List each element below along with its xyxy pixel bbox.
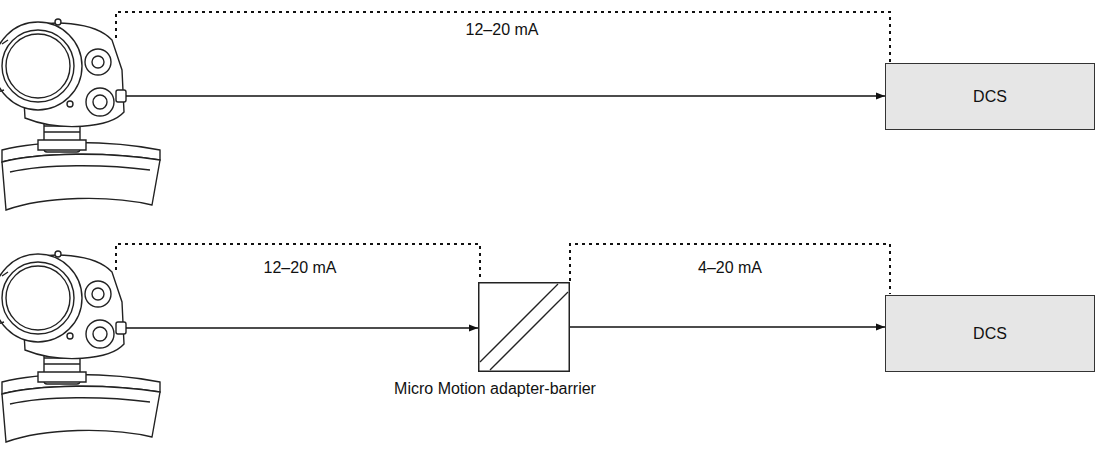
span-bracket (570, 244, 890, 294)
adapter-barrier: Micro Motion adapter-barrier (478, 282, 570, 372)
dcs-box: DCS (885, 63, 1095, 130)
signal-range: 12–20 mA (463, 20, 542, 39)
span-bracket (116, 244, 480, 281)
signal-range: 12–20 mA (261, 258, 340, 277)
signal-range: 4–20 mA (695, 258, 765, 277)
span-bracket (116, 12, 890, 62)
signal-connector (570, 326, 885, 328)
system-name: DCS (973, 324, 1007, 343)
system-name: DCS (973, 87, 1007, 106)
signal-wire (126, 95, 885, 97)
dcs-box: DCS (885, 295, 1095, 372)
barrier-symbol (478, 282, 570, 372)
signal-wire (126, 327, 478, 329)
device-label: Micro Motion adapter-barrier (394, 379, 596, 398)
